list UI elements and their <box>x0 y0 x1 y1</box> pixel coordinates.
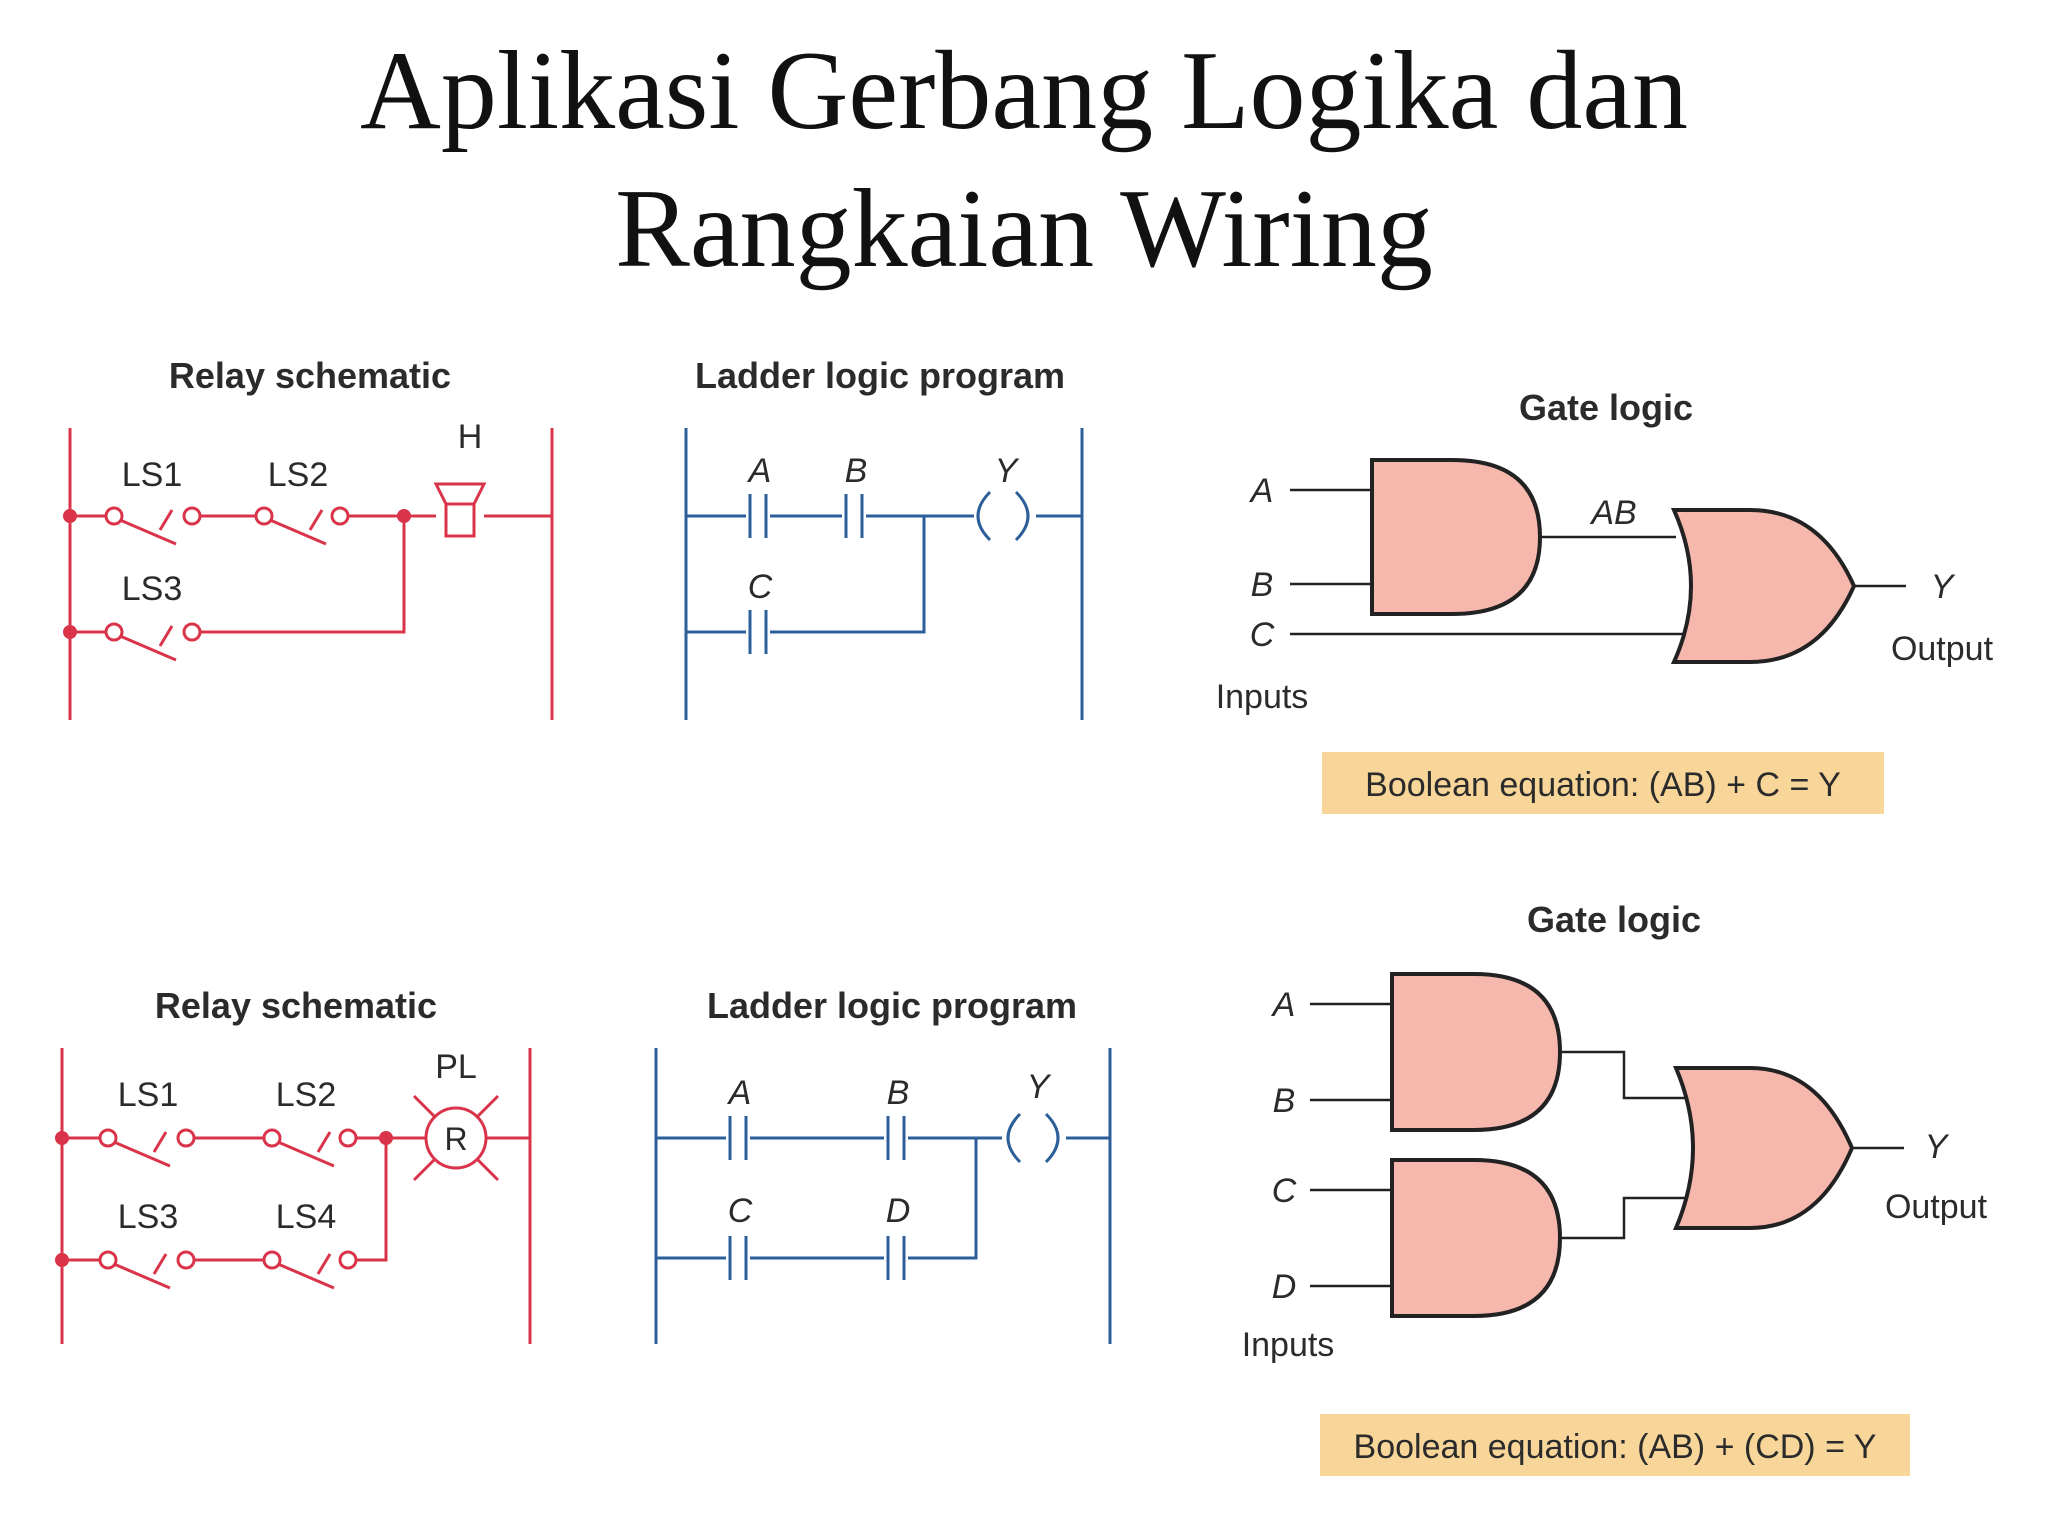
bottom-contact-c-label: C <box>728 1192 753 1230</box>
bottom-gate-header: Gate logic <box>1527 899 1701 940</box>
top-relay-header: Relay schematic <box>169 355 451 396</box>
contact-d <box>886 1236 906 1280</box>
top-ls2-label: LS2 <box>268 456 329 494</box>
bottom-relay-header: Relay schematic <box>155 985 437 1026</box>
contact-c <box>748 610 768 654</box>
contact-c <box>728 1236 748 1280</box>
bottom-coil-y-label: Y <box>1027 1068 1052 1106</box>
top-ls1-label: LS1 <box>122 456 183 494</box>
top-contact-b-label: B <box>845 452 868 490</box>
bottom-equation-box <box>1320 1414 1910 1476</box>
bottom-inputs-label: Inputs <box>1242 1326 1335 1364</box>
limit-switch-ls2 <box>262 1128 358 1168</box>
output-coil-y <box>976 490 1030 542</box>
bottom-gate-logic: Gate logic A B C D Y Output Inputs Boole… <box>1242 899 1988 1476</box>
top-ladder-program: Ladder logic program A B Y C <box>684 355 1084 720</box>
top-load-label: H <box>458 418 483 456</box>
bottom-contact-b-label: B <box>887 1074 910 1112</box>
bottom-ladder-header: Ladder logic program <box>707 985 1077 1026</box>
page-title: Aplikasi Gerbang Logika dan Rangkaian Wi… <box>0 22 2048 298</box>
bottom-output-y-label: Y <box>1925 1128 1950 1166</box>
top-inputs-label: Inputs <box>1216 678 1309 716</box>
bottom-input-a-label: A <box>1271 986 1296 1024</box>
limit-switch-ls1 <box>104 506 202 546</box>
bottom-ls4-label: LS4 <box>276 1198 337 1236</box>
top-input-a-label: A <box>1249 472 1274 510</box>
limit-switch-ls3 <box>104 622 202 662</box>
top-equation-box <box>1322 752 1884 814</box>
bottom-input-b-label: B <box>1273 1082 1296 1120</box>
limit-switch-ls1 <box>98 1128 196 1168</box>
top-ab-label: AB <box>1589 494 1636 532</box>
bottom-contact-a-label: A <box>727 1074 752 1112</box>
contact-a <box>748 494 768 538</box>
or-gate <box>1672 1066 1855 1230</box>
bottom-ladder-program: Ladder logic program A B Y C <box>654 985 1112 1344</box>
limit-switch-ls2 <box>254 506 350 546</box>
horn-icon <box>433 482 487 538</box>
bottom-load-label: PL <box>435 1048 477 1086</box>
top-ladder-header: Ladder logic program <box>695 355 1065 396</box>
limit-switch-ls3 <box>98 1250 196 1290</box>
bottom-lamp-letter: R <box>444 1121 467 1157</box>
top-relay-schematic: Relay schematic LS1 LS2 H <box>63 355 554 720</box>
top-gate-logic: Gate logic A B C AB Y Output Inputs Bool… <box>1216 387 1994 814</box>
bottom-contact-d-label: D <box>886 1192 911 1230</box>
top-coil-y-label: Y <box>995 452 1020 490</box>
limit-switch-ls4 <box>262 1250 358 1290</box>
contact-b <box>886 1116 906 1160</box>
bottom-input-c-label: C <box>1272 1172 1297 1210</box>
contact-b <box>844 494 864 538</box>
contact-a <box>728 1116 748 1160</box>
top-output-label: Output <box>1891 630 1994 668</box>
top-input-c-label: C <box>1250 616 1275 654</box>
bottom-ls3-label: LS3 <box>118 1198 179 1236</box>
title-line-1: Aplikasi Gerbang Logika dan <box>359 29 1689 153</box>
bottom-boolean-equation: Boolean equation: (AB) + (CD) = Y <box>1354 1428 1877 1466</box>
and-gate-cd <box>1390 1158 1563 1318</box>
top-gate-header: Gate logic <box>1519 387 1693 428</box>
top-contact-a-label: A <box>747 452 772 490</box>
top-ls3-label: LS3 <box>122 570 183 608</box>
bottom-ls1-label: LS1 <box>118 1076 179 1114</box>
top-contact-c-label: C <box>748 568 773 606</box>
top-boolean-equation: Boolean equation: (AB) + C = Y <box>1365 766 1841 804</box>
and-gate-ab <box>1390 972 1563 1132</box>
or-gate <box>1670 508 1857 664</box>
bottom-output-label: Output <box>1885 1188 1988 1226</box>
top-input-b-label: B <box>1251 566 1274 604</box>
bottom-input-d-label: D <box>1272 1268 1297 1306</box>
output-coil-y <box>1006 1112 1060 1164</box>
bottom-relay-schematic: Relay schematic LS1 LS2 <box>55 985 532 1344</box>
title-line-2: Rangkaian Wiring <box>615 167 1433 291</box>
bottom-ls2-label: LS2 <box>276 1076 337 1114</box>
top-output-y-label: Y <box>1931 568 1956 606</box>
and-gate <box>1370 458 1543 616</box>
